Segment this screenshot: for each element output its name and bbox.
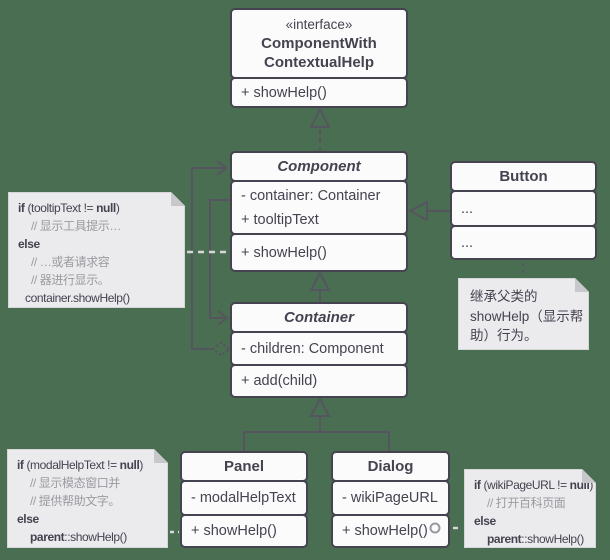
children-aggregation-line — [191, 167, 224, 350]
panel-attr-modalhelptext: - modalHelpText — [180, 480, 308, 516]
button-title-compartment: Button — [450, 161, 597, 192]
note-comment-line: // 器进行显示。 — [31, 273, 110, 287]
container-association-line — [209, 199, 230, 319]
note-fold-icon — [575, 278, 589, 292]
component-method-showhelp: + showHelp() — [230, 233, 408, 272]
note-text-line: showHelp（显示帮 — [470, 308, 584, 324]
note-comment-line: // 显示模态窗口并 — [30, 476, 121, 490]
note-tooltip-code: if (tooltipText != null) // 显示工具提示… else… — [8, 192, 185, 308]
dialog-method-showhelp: + showHelp() — [331, 514, 450, 548]
code-text: ) — [139, 458, 143, 472]
keyword-if: if — [474, 478, 481, 492]
container-title-compartment: Container — [230, 302, 408, 333]
note-line: if (tooltipText != null) — [18, 199, 178, 217]
code-text: (wikiPageURL != — [480, 478, 570, 492]
code-text: ::showHelp() — [64, 530, 127, 544]
note-text-line: 继承父类的 — [470, 289, 538, 304]
interface-title-compartment: «interface» ComponentWith ContextualHelp — [230, 8, 408, 79]
note-fold-icon — [154, 449, 168, 463]
note-code-line: container.showHelp() — [25, 291, 130, 305]
keyword-parent: parent — [487, 532, 522, 546]
note-code-line: parent::showHelp() — [474, 530, 589, 548]
button-inheritance-triangle-icon — [407, 200, 428, 222]
interface-componentwithcontextualhelp-box: «interface» ComponentWith ContextualHelp… — [230, 8, 408, 108]
aggregation-diamond-icon — [211, 341, 231, 357]
interface-stereotype: «interface» — [285, 17, 353, 32]
panel-dialog-inheritance-lines — [243, 431, 390, 451]
note-code-line: parent::showHelp() — [17, 528, 161, 546]
code-text: ::showHelp() — [521, 532, 584, 546]
interface-name-line1: ComponentWith — [261, 35, 377, 52]
interface-name-line2: ContextualHelp — [263, 54, 374, 71]
class-dialog-box: Dialog - wikiPageURL + showHelp() — [331, 451, 450, 548]
container-inheritance-triangle-icon — [309, 270, 331, 291]
button-attributes-ellipsis: ... — [450, 190, 597, 227]
keyword-null: null — [119, 458, 140, 472]
panel-method-showhelp: + showHelp() — [180, 514, 308, 548]
component-attr-tooltiptext: + tooltipText — [241, 211, 319, 228]
dialog-attr-wikipageurl: - wikiPageURL — [331, 480, 450, 516]
keyword-else: else — [474, 514, 496, 528]
container-association-arrowhead-icon — [217, 310, 229, 326]
keyword-parent: parent — [30, 530, 65, 544]
note-comment-line: // …或者请求容 — [31, 255, 110, 269]
note-button-inherits: 继承父类的 showHelp（显示帮 助）行为。 — [458, 278, 589, 350]
component-attr-container: - container: Container — [241, 187, 381, 204]
note-line: if (wikiPageURL != null) — [474, 476, 593, 494]
note-wiki-code: if (wikiPageURL != null) // 打开百科页面 else … — [464, 469, 596, 548]
keyword-if: if — [17, 458, 24, 472]
panel-title-compartment: Panel — [180, 451, 308, 482]
button-methods-ellipsis: ... — [450, 225, 597, 260]
code-text: (modalHelpText != — [23, 458, 120, 472]
class-button-box: Button ... ... — [450, 161, 597, 260]
code-text: (tooltipText != — [24, 201, 97, 215]
children-aggregation-arrowhead-icon — [216, 160, 228, 176]
dialog-title-compartment: Dialog — [331, 451, 450, 482]
code-text: ) — [589, 478, 593, 492]
code-text: ) — [115, 201, 120, 215]
class-container-box: Container - children: Component + add(ch… — [230, 302, 408, 398]
note-line: if (modalHelpText != null) — [17, 456, 161, 474]
class-component-box: Component - container: Container + toolt… — [230, 151, 408, 272]
component-attributes-compartment: - container: Container + tooltipText — [230, 180, 408, 235]
button-name: Button — [499, 168, 548, 185]
note-fold-icon — [171, 192, 185, 206]
keyword-if: if — [18, 201, 25, 215]
component-title-compartment: Component — [230, 151, 408, 182]
panel-name: Panel — [223, 458, 265, 475]
note-comment-line: // 打开百科页面 — [487, 496, 566, 510]
keyword-else: else — [17, 512, 39, 526]
component-name: Component — [277, 158, 361, 175]
keyword-else: else — [18, 237, 40, 251]
note-modal-code: if (modalHelpText != null) // 显示模态窗口并 //… — [7, 449, 168, 548]
keyword-null: null — [96, 201, 116, 215]
container-name: Container — [283, 309, 354, 326]
note-comment-line: // 显示工具提示… — [31, 219, 122, 233]
note-fold-icon — [582, 469, 596, 483]
container-attr-children: - children: Component — [230, 331, 408, 366]
note-text-line: 助）行为。 — [470, 328, 538, 343]
note-comment-line: // 提供帮助文字。 — [30, 494, 121, 508]
subclass-inheritance-triangle-icon — [309, 396, 331, 417]
dialog-name: Dialog — [367, 458, 414, 475]
class-panel-box: Panel - modalHelpText + showHelp() — [180, 451, 308, 548]
interface-method-showhelp: + showHelp() — [230, 77, 408, 108]
realization-triangle-icon — [309, 106, 331, 128]
container-method-add: + add(child) — [230, 364, 408, 398]
